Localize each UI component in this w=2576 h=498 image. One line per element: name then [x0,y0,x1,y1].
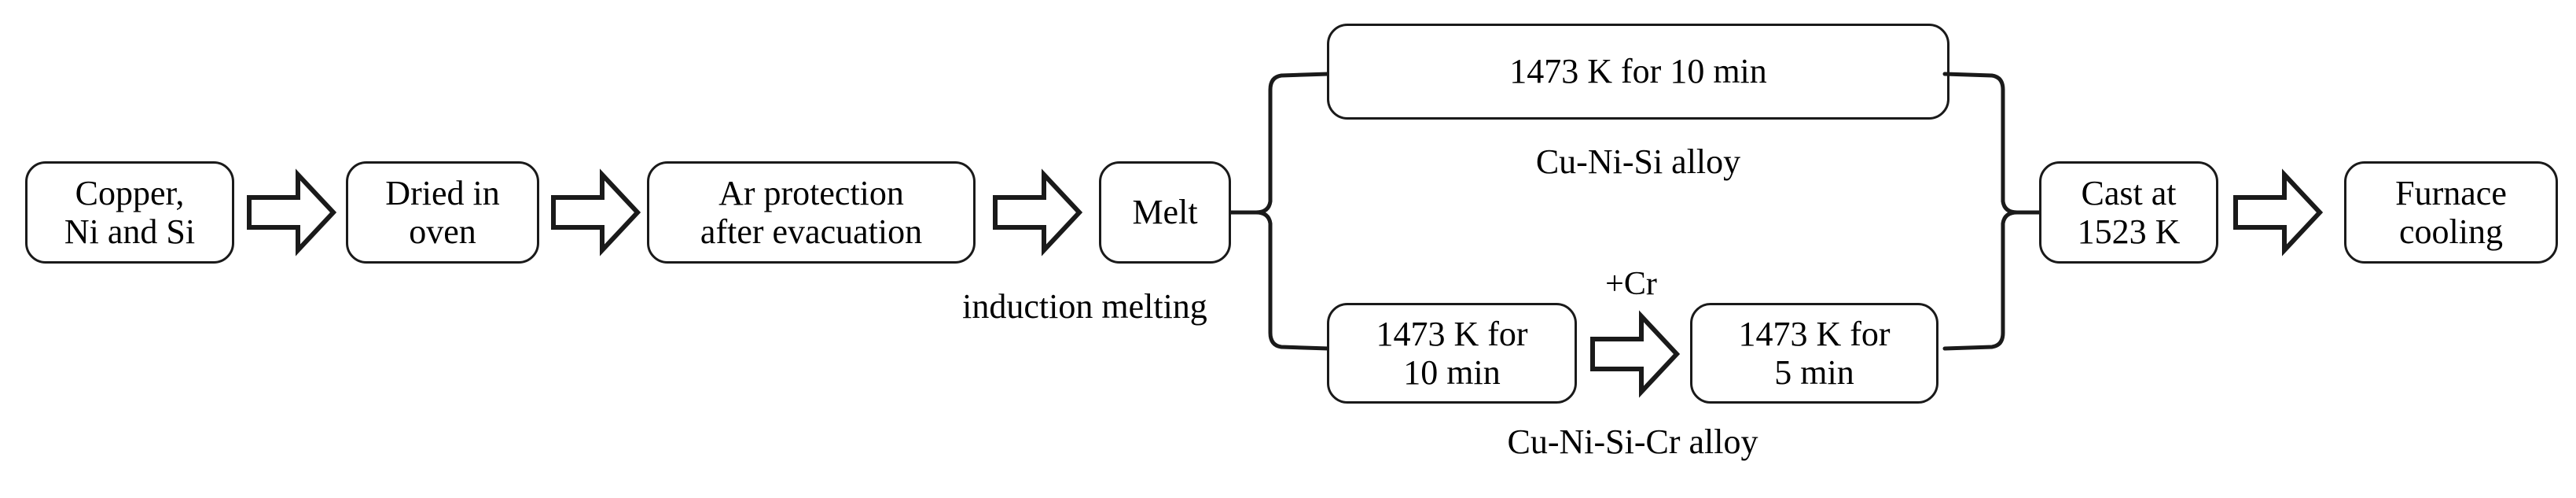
node-melt[interactable]: Melt [1099,161,1231,264]
left-brace-split [1229,68,1333,355]
node-drying-line2: oven [409,212,476,251]
caption-cu-ni-si-alloy: Cu-Ni-Si alloy [1535,142,1741,181]
node-drying-line1: Dried in [385,173,500,212]
node-top-hold-line1: 1473 K for 10 min [1509,52,1767,91]
node-furnace-cooling-line1: Furnace [2395,173,2507,212]
node-casting-line1: Cast at [2081,173,2177,212]
node-casting-line2: 1523 K [2077,212,2181,251]
node-bottom-hold-second-line1: 1473 K for [1738,314,1891,353]
node-bottom-hold-second[interactable]: 1473 K for 5 min [1690,303,1938,404]
caption-induction-melting: induction melting [962,287,1207,326]
node-raw-materials-line1: Copper, [75,173,185,212]
node-bottom-hold-second-line2: 5 min [1774,353,1854,392]
caption-chromium-addition: +Cr [1605,266,1657,302]
node-bottom-hold-first-line2: 10 min [1403,353,1501,392]
node-bottom-hold-first-line1: 1473 K for [1376,314,1528,353]
caption-cu-ni-si-cr-alloy: Cu-Ni-Si-Cr alloy [1507,422,1758,461]
node-drying[interactable]: Dried in oven [346,161,539,264]
node-ar-protection-line2: after evacuation [700,212,923,251]
arrow-casting-to-furnace-cooling [2232,168,2324,256]
node-furnace-cooling-line2: cooling [2399,212,2503,251]
node-raw-materials[interactable]: Copper, Ni and Si [25,161,234,264]
arrow-chromium-addition [1589,310,1681,398]
node-top-hold[interactable]: 1473 K for 10 min [1327,24,1949,120]
node-furnace-cooling[interactable]: Furnace cooling [2344,161,2558,264]
arrow-raw-to-drying [246,168,337,256]
node-bottom-hold-first[interactable]: 1473 K for 10 min [1327,303,1577,404]
node-ar-protection-line1: Ar protection [718,173,904,212]
arrow-drying-to-ar-protection [550,168,641,256]
node-casting[interactable]: Cast at 1523 K [2039,161,2218,264]
right-brace-merge [1940,68,2045,355]
node-ar-protection[interactable]: Ar protection after evacuation [647,161,976,264]
arrow-ar-protection-to-melt [992,168,1083,256]
node-melt-line1: Melt [1132,193,1198,232]
node-raw-materials-line2: Ni and Si [64,212,196,251]
